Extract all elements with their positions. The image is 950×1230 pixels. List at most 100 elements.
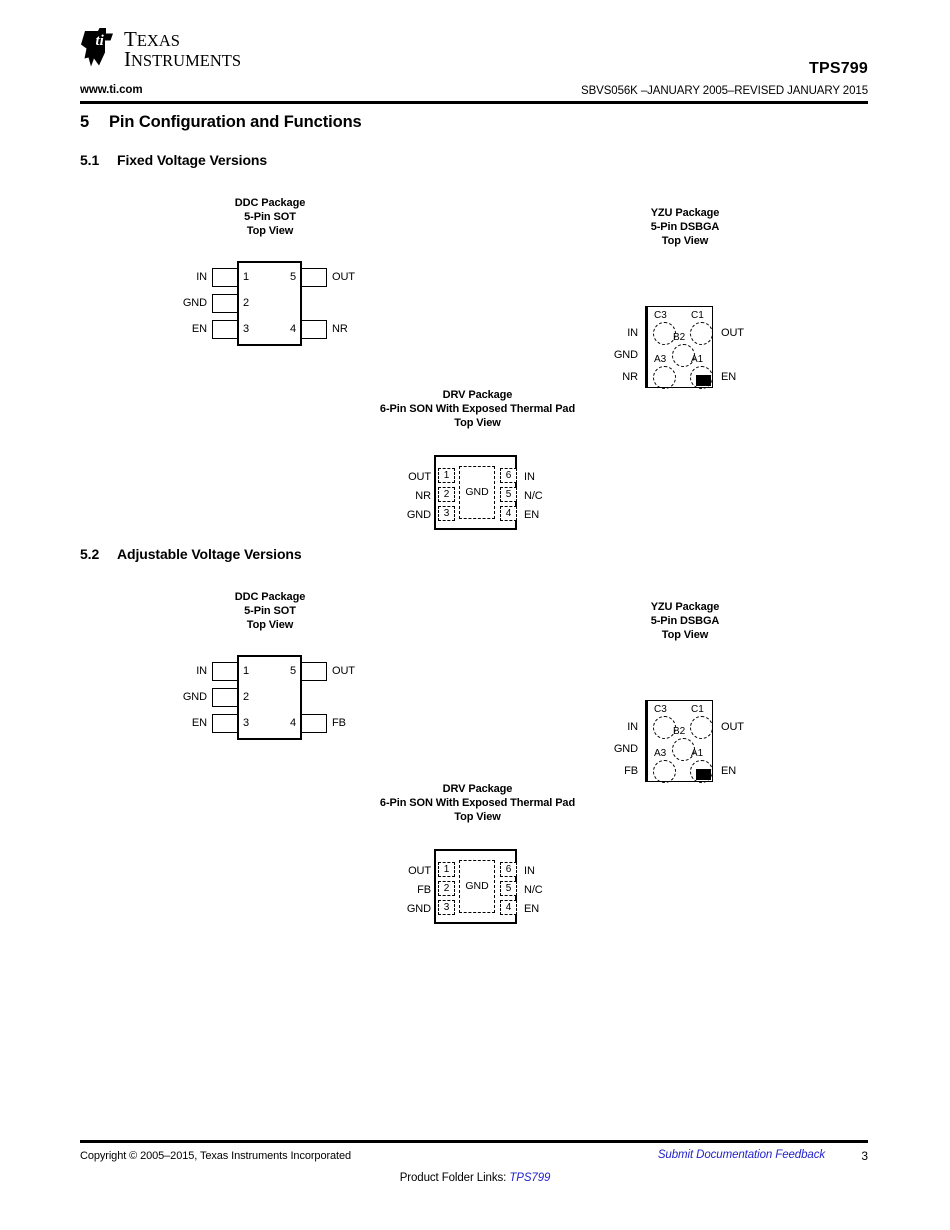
- part-number: TPS799: [808, 60, 868, 77]
- yzu-ball-a1: [690, 365, 713, 389]
- adj-ddc-lead-5: [301, 661, 327, 681]
- adj-yzu-pin-label-en: EN: [721, 764, 737, 777]
- section-title: Pin Configuration and Functions: [109, 113, 362, 131]
- header-rule: [80, 101, 868, 104]
- package-title-adj-yzu: YZU Package 5-Pin DSBGA Top View: [650, 601, 720, 642]
- drv-pin-2: 2: [438, 486, 455, 502]
- yzu-ball-c3: [653, 321, 676, 345]
- adj-ddc-pin-number-3: 3: [243, 716, 250, 729]
- ddc-lead-1: [212, 267, 238, 287]
- adj-yzu-ball-id-c3: C3: [654, 703, 667, 715]
- section-number-51: 5.1: [80, 152, 100, 168]
- section-title-52: Adjustable Voltage Versions: [117, 546, 302, 562]
- adj-drv-thermal-pad-label: GND: [465, 880, 489, 893]
- drv-pin-5: 5: [500, 486, 517, 502]
- adj-drv-pin-3: 3: [438, 899, 455, 915]
- adj-ddc-pin-label-en: EN: [191, 716, 207, 729]
- yzu-ball-b2: [672, 343, 695, 367]
- package-diagram-fixed-ddc: DDC Package 5-Pin SOT Top View 1 2 3 5 4…: [155, 196, 385, 363]
- yzu-ball-id-a1: A1: [691, 353, 704, 365]
- adj-yzu-ball-id-b2: B2: [673, 725, 686, 737]
- package-title-adj-drv: DRV Package 6-Pin SON With Exposed Therm…: [379, 783, 576, 824]
- adj-yzu-ball-a1: [690, 759, 713, 783]
- ti-logo: ti TEXAS INSTRUMENTS: [80, 28, 241, 70]
- adj-drv-pin-label-en: EN: [524, 902, 540, 915]
- package-title-fixed-yzu: YZU Package 5-Pin DSBGA Top View: [650, 207, 720, 248]
- ddc-lead-5: [301, 267, 327, 287]
- adj-drv-pin-5: 5: [500, 880, 517, 896]
- package-diagram-fixed-drv: DRV Package 6-Pin SON With Exposed Therm…: [355, 388, 600, 543]
- adj-yzu-pin-label-out: OUT: [721, 720, 744, 733]
- product-folder-link[interactable]: TPS799: [509, 1172, 551, 1184]
- texas-instruments-logo-icon: ti: [81, 28, 113, 67]
- adj-drv-pin-2: 2: [438, 880, 455, 896]
- yzu-pin-label-en: EN: [721, 370, 737, 383]
- yzu-ball-id-c3: C3: [654, 309, 667, 321]
- drv-pin-label-in: IN: [524, 470, 535, 483]
- adj-yzu-ball-c1: [690, 715, 713, 739]
- drv-pin-label-gnd: GND: [406, 508, 431, 521]
- adj-ddc-pin-number-4: 4: [290, 716, 297, 729]
- ddc-lead-4: [301, 319, 327, 339]
- section-title-51: Fixed Voltage Versions: [117, 152, 268, 168]
- adj-ddc-pin-number-5: 5: [290, 664, 297, 677]
- yzu-pin-label-in: IN: [627, 326, 638, 339]
- adj-ddc-lead-2: [212, 687, 238, 707]
- adj-yzu-ball-id-a1: A1: [691, 747, 704, 759]
- adj-yzu-orientation-marker: [696, 768, 711, 780]
- adj-ddc-pin-label-in: IN: [196, 664, 207, 677]
- package-title-fixed-ddc: DDC Package 5-Pin SOT Top View: [234, 197, 306, 238]
- section-number-52: 5.2: [80, 546, 100, 562]
- yzu-orientation-marker: [696, 374, 711, 386]
- adj-ddc-pin-label-gnd: GND: [182, 690, 207, 703]
- adj-drv-pin-4: 4: [500, 899, 517, 915]
- drv-pin-label-nc: N/C: [524, 489, 543, 502]
- drv-pin-label-nr: NR: [415, 489, 431, 502]
- submit-feedback-link[interactable]: Submit Documentation Feedback: [657, 1149, 825, 1161]
- yzu-pin-label-nr: NR: [622, 370, 638, 383]
- adj-drv-pin-label-gnd: GND: [406, 902, 431, 915]
- copyright-notice: Copyright © 2005–2015, Texas Instruments…: [80, 1150, 352, 1162]
- adj-drv-thermal-pad: GND: [459, 859, 495, 913]
- package-title-fixed-drv: DRV Package 6-Pin SON With Exposed Therm…: [379, 389, 576, 430]
- section-heading-adjustable: 5.2 Adjustable Voltage Versions: [80, 546, 302, 562]
- package-diagram-adj-ddc: DDC Package 5-Pin SOT Top View 1 2 3 5 4…: [155, 590, 385, 757]
- adj-ddc-pin-number-2: 2: [243, 690, 250, 703]
- ddc-pin-number-5: 5: [290, 270, 297, 283]
- adj-yzu-pin-label-gnd: GND: [613, 742, 638, 755]
- ddc-pin-number-1: 1: [243, 270, 250, 283]
- logo-text-line2: INSTRUMENTS: [124, 46, 242, 71]
- ddc-pin-label-out: OUT: [332, 270, 355, 283]
- drv-pin-label-out: OUT: [408, 470, 431, 483]
- drv-thermal-pad: GND: [459, 465, 495, 519]
- ddc-lead-2: [212, 293, 238, 313]
- adj-yzu-ball-a3: [653, 759, 676, 783]
- svg-text:ti: ti: [96, 33, 105, 49]
- adj-yzu-ball-b2: [672, 737, 695, 761]
- ddc-pin-number-2: 2: [243, 296, 250, 309]
- footer-rule: [80, 1140, 868, 1143]
- website-link[interactable]: www.ti.com: [80, 84, 143, 96]
- ddc-pin-label-nr: NR: [332, 322, 348, 335]
- adj-ddc-lead-1: [212, 661, 238, 681]
- yzu-ball-id-c1: C1: [691, 309, 704, 321]
- drv-pin-6: 6: [500, 467, 517, 483]
- product-folder-prefix: Product Folder Links:: [399, 1172, 510, 1184]
- ddc-pin-number-3: 3: [243, 322, 250, 335]
- ddc-pin-label-gnd: GND: [182, 296, 207, 309]
- yzu-ball-c1: [690, 321, 713, 345]
- adj-drv-pin-6: 6: [500, 861, 517, 877]
- logo-text-line1: TEXAS: [124, 27, 180, 51]
- document-id: SBVS056K –JANUARY 2005–REVISED JANUARY 2…: [581, 85, 868, 97]
- ddc-body-outline: [237, 260, 302, 346]
- package-diagram-adj-yzu: YZU Package 5-Pin DSBGA Top View C3 C1 B…: [590, 600, 780, 783]
- yzu-ball-id-a3: A3: [654, 353, 667, 365]
- package-diagram-adj-drv: DRV Package 6-Pin SON With Exposed Therm…: [355, 782, 600, 937]
- adj-drv-pin-1: 1: [438, 861, 455, 877]
- drv-pin-label-en: EN: [524, 508, 540, 521]
- adj-drv-pin-label-out: OUT: [408, 864, 431, 877]
- adj-yzu-ball-id-c1: C1: [691, 703, 704, 715]
- adj-yzu-pin-label-fb: FB: [624, 764, 638, 777]
- adj-ddc-lead-3: [212, 713, 238, 733]
- adj-ddc-pin-label-out: OUT: [332, 664, 355, 677]
